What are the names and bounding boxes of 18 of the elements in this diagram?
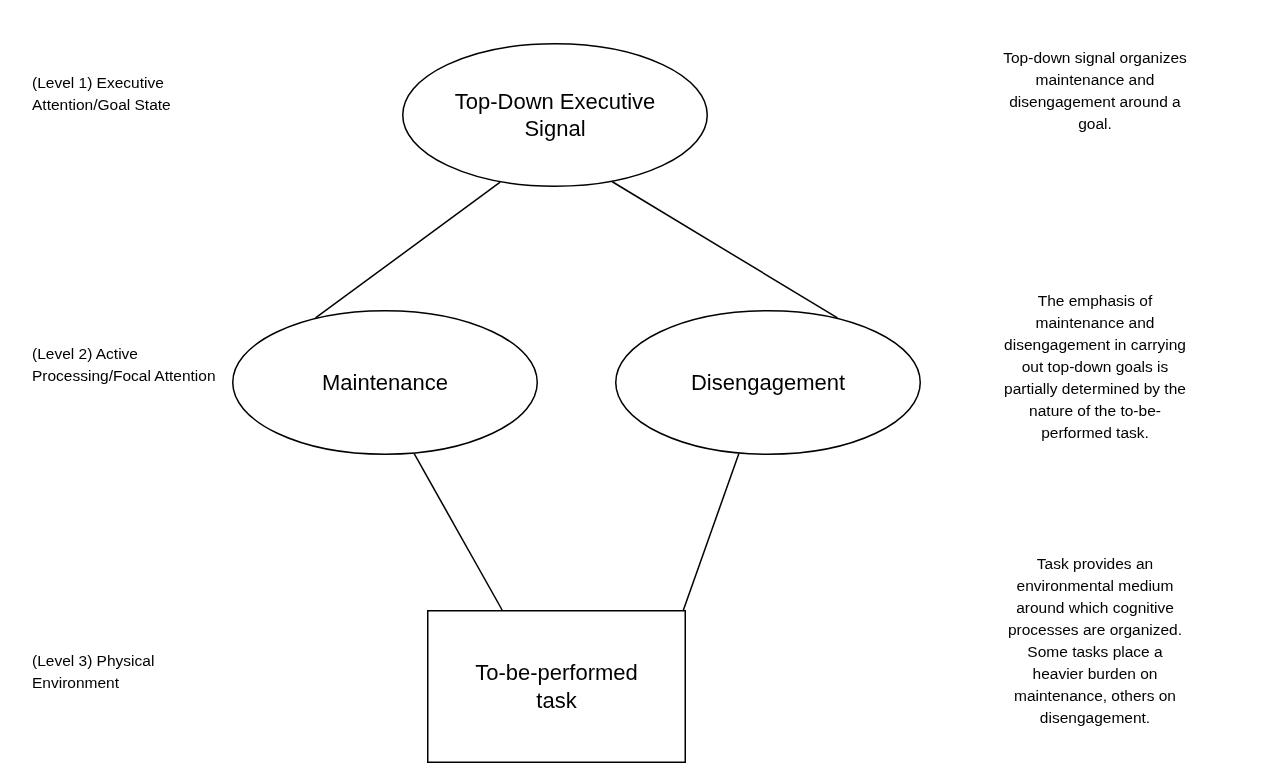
description-text: The emphasis of maintenance and disengagement in carrying out top-down goals is partially determined by the nature of the to-be-performed task. (1003, 291, 1187, 443)
node-label: Maintenance (322, 368, 448, 397)
node-label: Top-Down Executive Signal (453, 87, 657, 143)
level-label: (Level 3) Physical Environment (32, 651, 156, 693)
ellipse-node (615, 310, 921, 455)
process-box (427, 610, 686, 763)
description-text: Top-down signal organizes maintenance and disengagement around a goal. (1002, 48, 1188, 134)
node-label: To-be-performed task (474, 659, 639, 714)
connector-line (314, 181, 501, 319)
ellipse-node (402, 43, 708, 187)
node-label: Disengagement (690, 368, 846, 397)
description-text: Task provides an environmental medium around which cognitive processes are organized. Some tasks place a heavier burden on maintenance, others on disengagement. (1006, 554, 1183, 728)
level-label: (Level 1) Executive Attention/Goal State (32, 73, 172, 115)
connector-line (611, 181, 839, 319)
connector-line (682, 452, 740, 611)
ellipse-node (232, 310, 538, 455)
level-label: (Level 2) Active Processing/Focal Attention (32, 344, 217, 386)
connector-line (413, 452, 503, 611)
